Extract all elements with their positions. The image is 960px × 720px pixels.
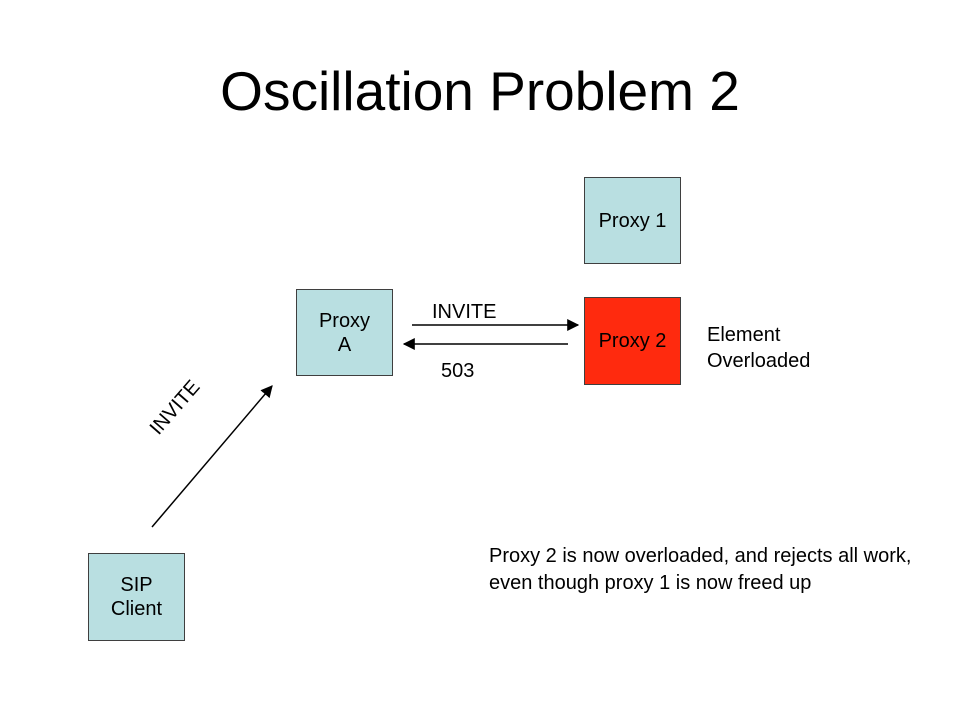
invite-arrow-from-client	[151, 385, 273, 528]
slide-title: Oscillation Problem 2	[220, 60, 740, 122]
overload-status-line2: Overloaded	[707, 350, 811, 372]
proxy-a-label-line1: Proxy	[318, 309, 371, 332]
explanation-note: Proxy 2 is now overloaded, and rejects a…	[489, 545, 912, 594]
overload-status-label: Element Overloaded	[707, 322, 810, 374]
invite-label-to-proxy-2: INVITE	[432, 301, 497, 323]
sip-client-label-line1: SIP	[120, 574, 153, 596]
proxy-1-node: Proxy 1	[584, 177, 681, 264]
overload-status-line1: Element	[707, 324, 781, 346]
proxy-2-label: Proxy 2	[598, 330, 667, 352]
sip-client-label-line2: Client	[110, 598, 163, 620]
proxy-1-label: Proxy 1	[598, 209, 667, 232]
proxy-a-label-line2: A	[337, 333, 352, 356]
proxy-2-node: Proxy 2	[584, 297, 681, 385]
proxy-a-node: Proxy A	[296, 289, 393, 376]
sip-client-node: SIP Client	[88, 553, 185, 641]
response-503-label: 503	[441, 360, 475, 382]
